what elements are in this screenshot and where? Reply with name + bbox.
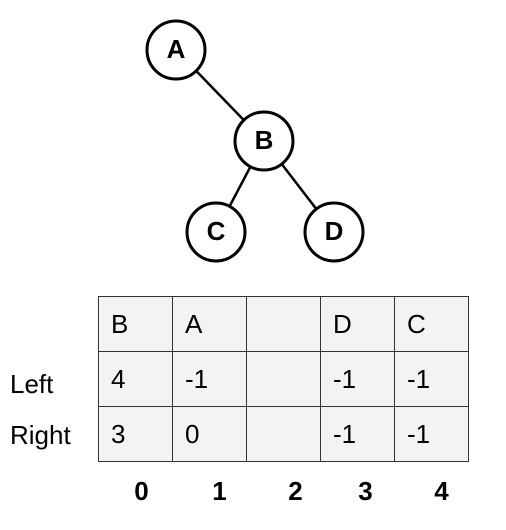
row-label-left: Left	[10, 369, 54, 399]
tree-node-B: B	[233, 110, 295, 172]
right-cell-0: 3	[98, 406, 173, 462]
tree-node-D: D	[303, 201, 365, 263]
tree-node-A-circle	[145, 19, 207, 81]
left-cell-3: -1	[320, 351, 395, 407]
tree-node-D-circle	[303, 201, 365, 263]
left-cell-0: 4	[98, 351, 173, 407]
index-label-1: 1	[212, 476, 227, 506]
right-row: 3 0 -1 -1	[98, 406, 469, 462]
index-label-0: 0	[134, 476, 149, 506]
binary-tree-diagram: A B C D	[145, 19, 365, 263]
right-cell-4: -1	[394, 406, 469, 462]
tree-node-A: A	[145, 19, 207, 81]
left-cell-1: -1	[172, 351, 247, 407]
right-cell-2	[246, 406, 321, 462]
index-label-4: 4	[434, 476, 449, 506]
right-cell-3: -1	[320, 406, 395, 462]
left-cell-2	[246, 351, 321, 407]
left-cell-4: -1	[394, 351, 469, 407]
value-cell-1: A	[172, 296, 247, 352]
array-table: B A D C 4 -1 -1 -1 3 0 -1 -1	[98, 296, 469, 462]
right-cell-1: 0	[172, 406, 247, 462]
tree-node-A-label: A	[167, 34, 186, 64]
row-label-right: Right	[10, 420, 71, 450]
tree-node-D-label: D	[325, 216, 344, 246]
value-cell-4: C	[394, 296, 469, 352]
value-cell-0: B	[98, 296, 173, 352]
tree-node-B-label: B	[255, 125, 274, 155]
tree-node-B-circle	[233, 110, 295, 172]
values-row: B A D C	[98, 296, 469, 352]
tree-node-C-label: C	[207, 216, 226, 246]
tree-node-C: C	[185, 201, 247, 263]
value-cell-3: D	[320, 296, 395, 352]
value-cell-2	[246, 296, 321, 352]
index-label-3: 3	[358, 476, 373, 506]
tree-node-C-circle	[185, 201, 247, 263]
left-row: 4 -1 -1 -1	[98, 351, 469, 407]
index-label-2: 2	[288, 476, 303, 506]
